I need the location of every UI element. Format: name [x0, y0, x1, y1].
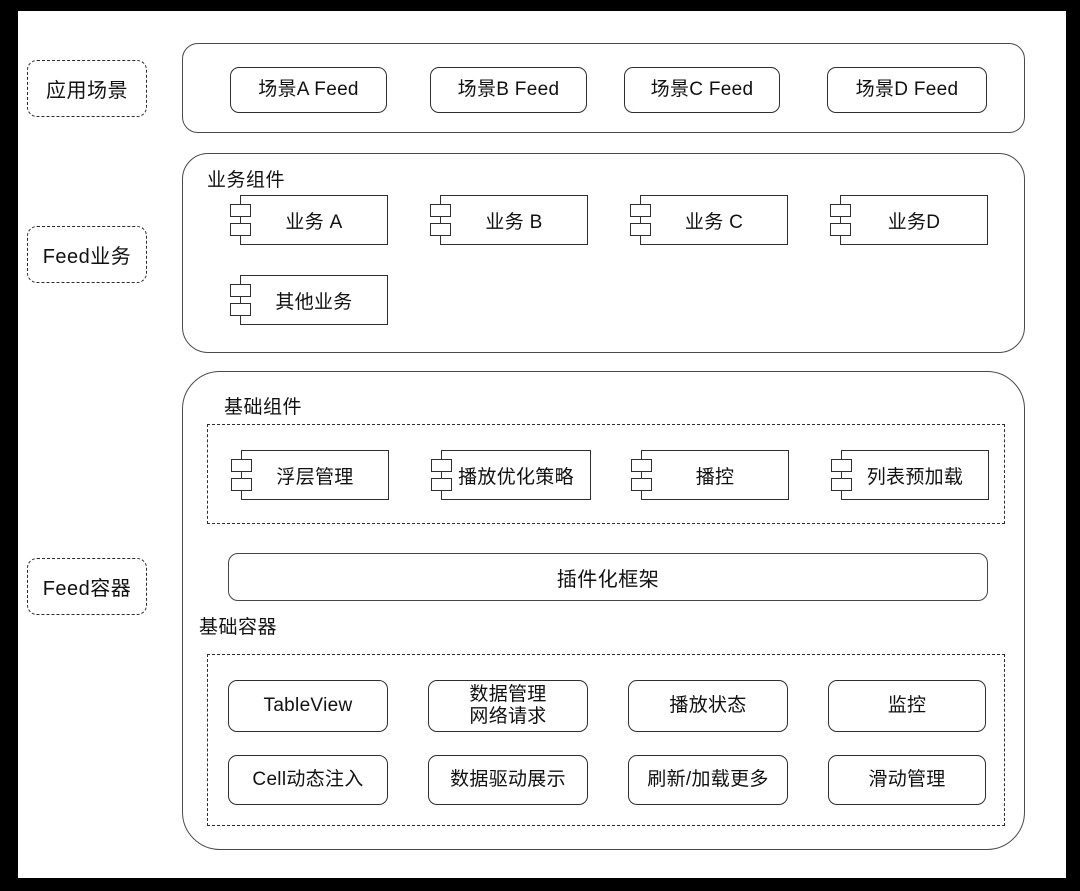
row-label-feed-container: Feed容器	[27, 558, 147, 615]
scenes-container: 场景A Feed 场景B Feed 场景C Feed 场景D Feed	[182, 43, 1025, 133]
row-label-application-scenes: 应用场景	[27, 60, 147, 117]
component-port-icon	[831, 478, 852, 491]
component-playback-optimization: 播放优化策略	[431, 450, 591, 500]
component-port-icon	[430, 223, 451, 236]
business-container: 业务组件 业务 A 业务 B 业务 C 业务D	[182, 153, 1025, 353]
base-box-tableview: TableView	[228, 680, 388, 732]
component-label: 播放优化策略	[458, 466, 574, 488]
row-label-feed-business: Feed业务	[27, 226, 147, 283]
component-port-icon	[831, 459, 852, 472]
component-label: 列表预加载	[866, 466, 964, 488]
scene-box-c: 场景C Feed	[624, 67, 780, 113]
component-label: 浮层管理	[276, 466, 354, 488]
base-box-playback-state: 播放状态	[628, 680, 788, 732]
component-port-icon	[230, 223, 251, 236]
component-business-b: 业务 B	[430, 195, 588, 245]
component-port-icon	[231, 478, 252, 491]
base-box-refresh-loadmore: 刷新/加载更多	[628, 755, 788, 805]
component-label: 播控	[695, 466, 735, 488]
scene-box-b: 场景B Feed	[430, 67, 587, 113]
row-label-text: 应用场景	[46, 80, 128, 102]
component-port-icon	[631, 459, 652, 472]
base-box-data-network: 数据管理 网络请求	[428, 680, 588, 732]
base-container-title: 基础容器	[199, 617, 278, 638]
component-port-icon	[230, 303, 251, 316]
scene-box-d: 场景D Feed	[827, 67, 987, 113]
component-port-icon	[230, 204, 251, 217]
row-label-text: Feed业务	[42, 246, 132, 268]
base-box-monitoring: 监控	[828, 680, 986, 732]
component-port-icon	[631, 478, 652, 491]
base-box-scroll-management: 滑动管理	[828, 755, 986, 805]
component-list-preload: 列表预加载	[831, 450, 989, 500]
component-label: 其他业务	[275, 291, 353, 313]
component-business-other: 其他业务	[230, 275, 388, 325]
component-port-icon	[431, 478, 452, 491]
component-port-icon	[431, 459, 452, 472]
component-label: 业务 B	[485, 211, 543, 233]
component-port-icon	[430, 204, 451, 217]
feed-container: 基础组件 浮层管理 播放优化策略 播控	[182, 371, 1025, 850]
component-business-a: 业务 A	[230, 195, 388, 245]
component-port-icon	[830, 223, 851, 236]
base-box-data-driven: 数据驱动展示	[428, 755, 588, 805]
component-port-icon	[231, 459, 252, 472]
component-business-c: 业务 C	[630, 195, 788, 245]
component-label: 业务 C	[684, 211, 744, 233]
component-business-d: 业务D	[830, 195, 988, 245]
plugin-framework-bar: 插件化框架	[228, 553, 988, 601]
component-port-icon	[630, 204, 651, 217]
component-label: 业务D	[887, 211, 941, 233]
component-overlay-management: 浮层管理	[231, 450, 389, 500]
base-container-zone: TableView 数据管理 网络请求 播放状态 监控 Cell动态注入 数据驱…	[207, 654, 1005, 826]
scene-box-a: 场景A Feed	[230, 67, 387, 113]
component-playback-control: 播控	[631, 450, 789, 500]
base-components-title: 基础组件	[224, 397, 303, 418]
component-port-icon	[230, 284, 251, 297]
row-label-text: Feed容器	[42, 578, 132, 600]
base-components-zone: 浮层管理 播放优化策略 播控 列表预加载	[207, 424, 1005, 524]
business-group-title: 业务组件	[207, 170, 286, 191]
diagram-page: 应用场景 Feed业务 Feed容器 场景A Feed 场景B Feed 场景C…	[18, 11, 1066, 878]
component-port-icon	[830, 204, 851, 217]
component-port-icon	[630, 223, 651, 236]
base-box-cell-injection: Cell动态注入	[228, 755, 388, 805]
component-label: 业务 A	[285, 211, 343, 233]
